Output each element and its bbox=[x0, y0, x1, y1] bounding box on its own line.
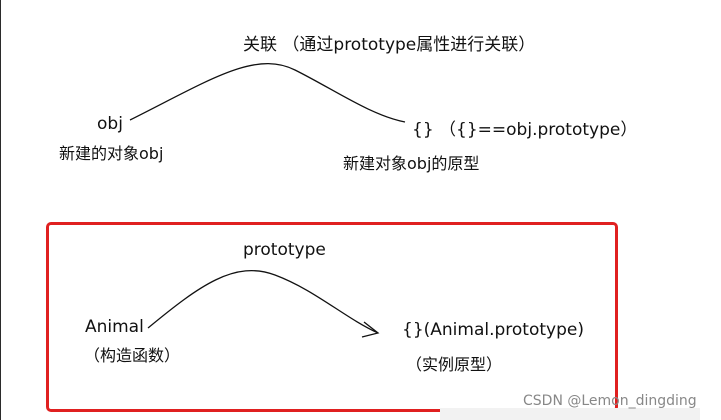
animal-label: Animal bbox=[85, 317, 144, 337]
left-border bbox=[0, 0, 1, 420]
top-link-curve bbox=[129, 62, 406, 123]
animal-prototype-expression: {}(Animal.prototype) bbox=[402, 320, 584, 340]
bottom-strip bbox=[440, 408, 700, 420]
constructor-description: （构造函数） bbox=[84, 346, 181, 365]
instance-prototype-description: （实例原型） bbox=[406, 355, 503, 374]
top-link-label: 关联 （通过prototype属性进行关联） bbox=[243, 35, 536, 55]
bottom-arrow-head bbox=[361, 321, 380, 338]
highlight-box bbox=[46, 222, 618, 412]
prototype-arrow-label: prototype bbox=[243, 240, 326, 260]
obj-description: 新建的对象obj bbox=[59, 144, 164, 163]
top-prototype-description: 新建对象obj的原型 bbox=[343, 154, 480, 173]
watermark: CSDN @Lemon_dingding bbox=[523, 393, 697, 409]
bottom-prototype-curve bbox=[147, 270, 379, 334]
top-prototype-expression: {} （{}==obj.prototype） bbox=[412, 120, 638, 140]
obj-label: obj bbox=[97, 114, 123, 134]
